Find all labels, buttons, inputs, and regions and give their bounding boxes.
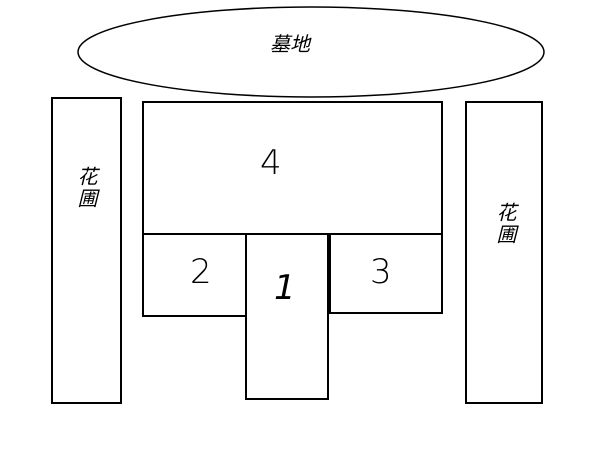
plot-2-label: 2 bbox=[190, 252, 212, 292]
right-flowerbed bbox=[465, 101, 543, 404]
plot-4 bbox=[142, 101, 443, 235]
right-flowerbed-label: 花圃 bbox=[493, 202, 517, 246]
plot-3-label: 3 bbox=[370, 252, 392, 292]
plot-2 bbox=[142, 233, 247, 317]
plot-3 bbox=[329, 233, 443, 314]
left-flowerbed bbox=[51, 97, 122, 404]
left-flowerbed-label: 花圃 bbox=[74, 166, 98, 210]
cemetery-ellipse bbox=[77, 6, 545, 98]
plot-4-label: 4 bbox=[260, 143, 282, 183]
plot-1 bbox=[245, 233, 329, 400]
plot-1-label: 1 bbox=[274, 268, 296, 308]
cemetery-label: 墓地 bbox=[270, 32, 310, 56]
